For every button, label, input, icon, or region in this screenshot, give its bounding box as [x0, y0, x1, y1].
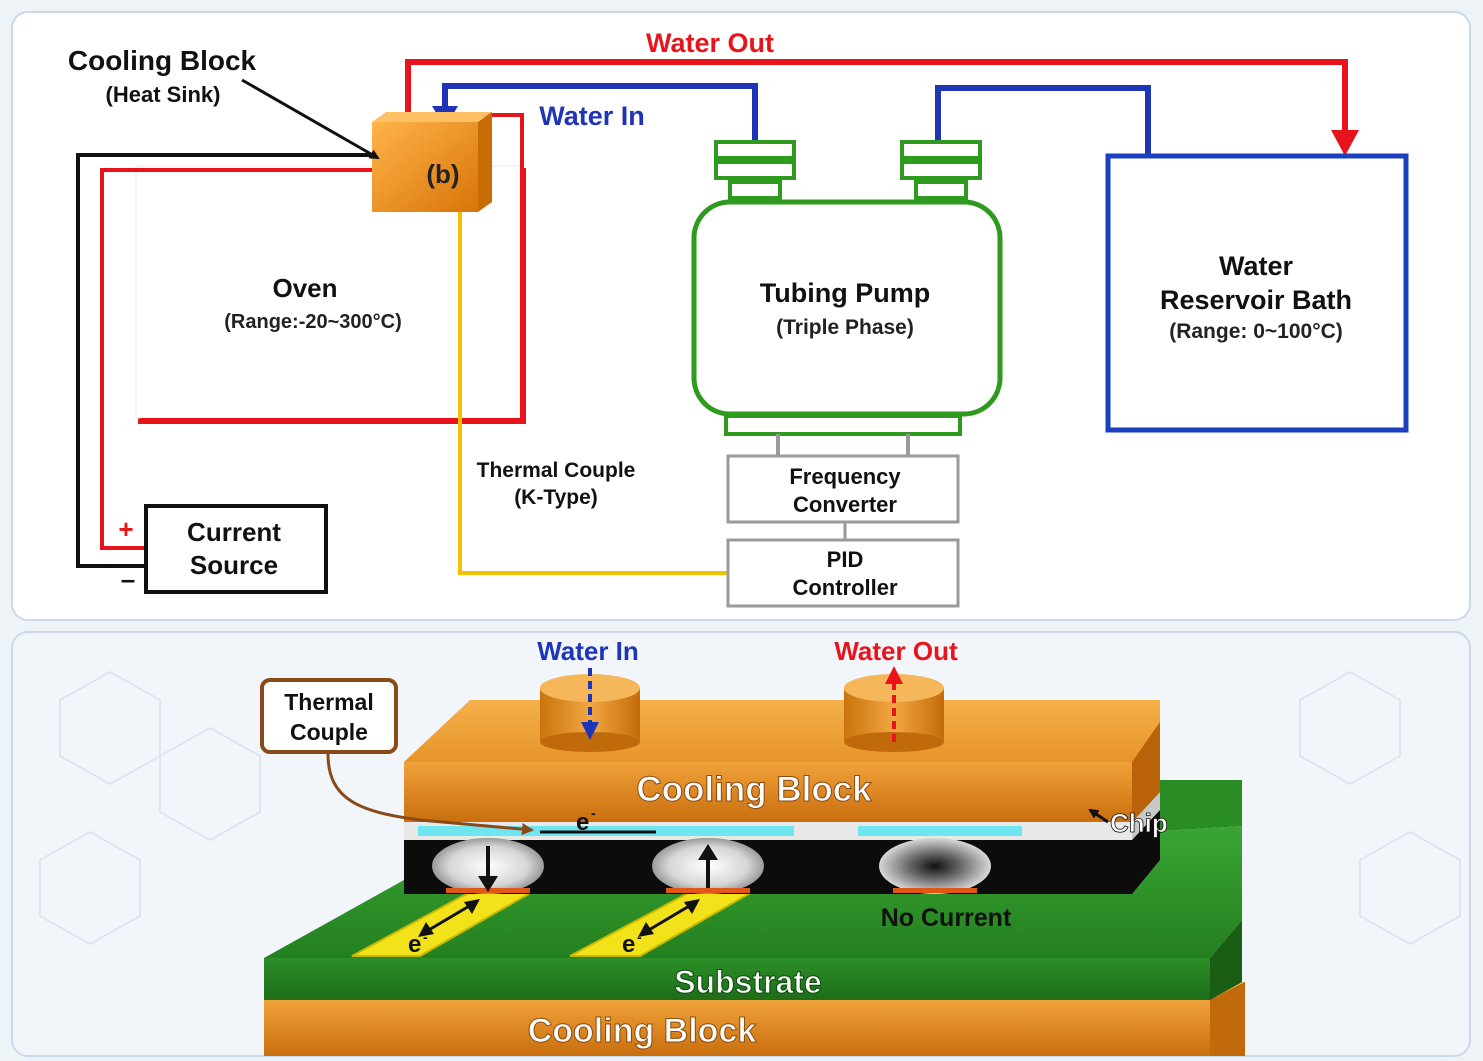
pump-title: Tubing Pump [760, 278, 930, 308]
bottom-water-out-label: Water Out [834, 636, 958, 666]
trace-left-arrowhead-a [418, 922, 434, 937]
cooling-block-sublabel: (Heat Sink) [106, 82, 221, 107]
trace-middle-arrowhead-b [684, 899, 700, 914]
freq-line1: Frequency [789, 464, 901, 489]
water-out-label: Water Out [646, 28, 774, 58]
pid-controller: PID Controller [726, 538, 960, 608]
trace-middle-arrow [641, 900, 697, 936]
oven-title: Oven [272, 273, 337, 303]
tubing-pump: Tubing Pump (Triple Phase) [691, 140, 1003, 436]
electron-label-middle: e [622, 931, 635, 958]
bath-line1: Water [1219, 251, 1294, 281]
bath-range: (Range: 0~100°C) [1169, 320, 1343, 343]
bath-line2: Reservoir Bath [1160, 285, 1352, 315]
solder-bump-left [432, 838, 544, 894]
thermocouple-label-line2: (K-Type) [514, 486, 598, 509]
top-cooling-block: Cooling Block [404, 700, 1160, 822]
negative-wire [76, 153, 378, 568]
bottom-water-in-label: Water In [537, 636, 639, 666]
no-current-label: No Current [881, 904, 1012, 932]
water-reservoir-bath: Water Reservoir Bath (Range: 0~100°C) [1105, 153, 1409, 433]
thermocouple-callout-pointer [326, 753, 534, 836]
thermocouple-callout: Thermal Couple [260, 678, 398, 754]
electron-sup-left: - [423, 929, 428, 945]
water-out-arrowhead [1331, 130, 1359, 156]
electron-label-left: e [408, 931, 421, 958]
source-line1: Current [187, 517, 281, 547]
outlet-cylinder [844, 666, 944, 752]
oven-range: (Range:-20~300°C) [224, 311, 402, 333]
solder-bump-middle [652, 838, 764, 894]
plus-sign: + [118, 514, 133, 544]
thermocouple-label-line1: Thermal Couple [477, 459, 636, 482]
cooling-block-pointer [241, 78, 380, 160]
block-tag: (b) [426, 159, 459, 189]
thermocouple-wire [458, 210, 728, 575]
pid-line2: Controller [792, 575, 898, 600]
cooling-block-label: Cooling Block [68, 45, 257, 76]
freq-line2: Converter [793, 492, 897, 517]
minus-sign: – [121, 564, 135, 594]
current-source: Current Source [144, 504, 328, 594]
solder-bump-right [879, 838, 991, 894]
hex-background [39, 670, 1461, 946]
chip-electron-label: e [576, 809, 589, 836]
water-out-pipe [405, 59, 1348, 138]
chip-pointer [1088, 808, 1109, 824]
positive-wire [100, 168, 378, 550]
callout-line1: Thermal [284, 689, 373, 715]
substrate-label: Substrate [674, 964, 822, 1000]
source-line2: Source [190, 550, 278, 580]
trace-left-arrowhead-b [464, 899, 480, 914]
top-cooling-block-label: Cooling Block [636, 770, 872, 809]
frequency-converter: Frequency Converter [726, 454, 960, 524]
bottom-cooling-block-label: Cooling Block [528, 1012, 757, 1050]
inlet-cylinder [540, 668, 640, 752]
pid-line1: PID [827, 547, 864, 572]
water-in-label: Water In [539, 101, 645, 131]
cooling-block-cube: (b) [372, 112, 492, 212]
electron-sup-middle: - [637, 929, 642, 945]
trace-middle-arrowhead-a [638, 922, 654, 937]
trace-left-arrow [421, 900, 477, 936]
pump-subtitle: (Triple Phase) [776, 316, 914, 339]
callout-line2: Couple [290, 719, 368, 745]
chip-electron-sup: - [591, 805, 596, 821]
chip-label: Chip [1110, 808, 1168, 838]
